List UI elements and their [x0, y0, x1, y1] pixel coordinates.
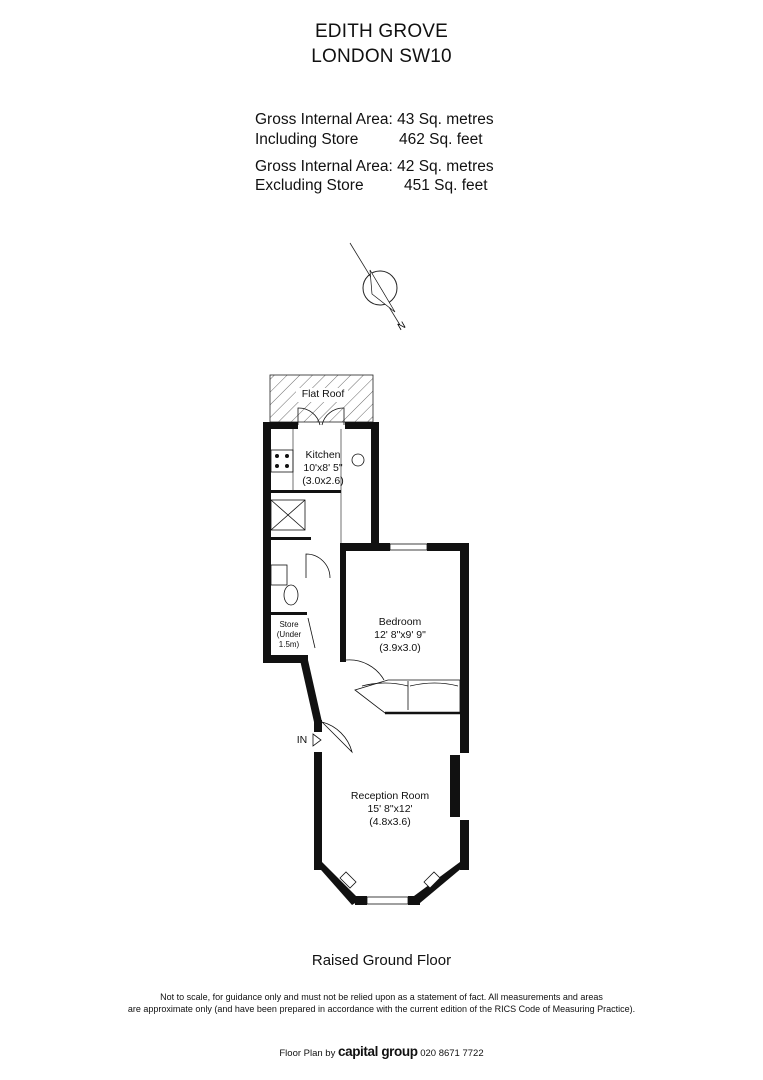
- area-including-value: 462 Sq. feet: [399, 131, 483, 148]
- bedroom-name: Bedroom: [378, 616, 422, 628]
- windows: [339, 543, 441, 905]
- area-including-label: Including Store: [255, 131, 359, 148]
- compass-icon: [349, 242, 401, 326]
- area-excluding-label: Excluding Store: [255, 177, 364, 194]
- kitchen-imperial: 10'x8' 5": [303, 462, 343, 474]
- footer: Floor Plan by capital group 020 8671 772…: [0, 1044, 763, 1059]
- entrance-label: IN: [296, 734, 308, 746]
- kitchen-hob-icon: [270, 449, 294, 473]
- entrance-door: [312, 721, 353, 754]
- roof-door: [297, 407, 345, 426]
- disclaimer-line1: Not to scale, for guidance only and must…: [160, 992, 603, 1002]
- bedroom-fittings: [345, 659, 461, 715]
- footer-phone: 020 8671 7722: [420, 1048, 484, 1059]
- reception-name: Reception Room: [350, 790, 430, 802]
- walls: [263, 422, 469, 905]
- reception-metric: (4.8x3.6): [369, 816, 411, 828]
- area-including-line1: Gross Internal Area: 43 Sq. metres: [255, 111, 494, 128]
- disclaimer: Not to scale, for guidance only and must…: [40, 991, 723, 1015]
- store-note2: 1.5m): [278, 640, 300, 649]
- reception-imperial: 15' 8"x12': [367, 803, 413, 815]
- bathroom-fittings: [270, 499, 331, 606]
- disclaimer-line2: are approximate only (and have been prep…: [127, 1004, 636, 1014]
- bedroom-imperial: 12' 8"x9' 9": [374, 629, 426, 641]
- boiler-icon: [351, 453, 365, 467]
- store-name: Store: [279, 620, 299, 629]
- footer-prefix: Floor Plan by: [279, 1048, 336, 1059]
- property-street: EDITH GROVE: [314, 21, 449, 42]
- property-city: LONDON SW10: [311, 46, 452, 67]
- compass-north-label: N: [396, 320, 408, 333]
- store-note: (Under: [276, 630, 302, 639]
- kitchen-name: Kitchen: [305, 449, 341, 461]
- flat-roof-label: Flat Roof: [301, 388, 345, 400]
- kitchen-metric: (3.0x2.6): [302, 475, 344, 487]
- store-door: [307, 617, 316, 649]
- area-excluding-value: 451 Sq. feet: [404, 177, 488, 194]
- area-excluding-line1: Gross Internal Area: 42 Sq. metres: [255, 158, 494, 175]
- bedroom-metric: (3.9x3.0): [379, 642, 421, 654]
- flat-roof: [269, 374, 374, 423]
- brand-logo: capital group: [338, 1044, 418, 1059]
- floor-name: Raised Ground Floor: [311, 952, 452, 969]
